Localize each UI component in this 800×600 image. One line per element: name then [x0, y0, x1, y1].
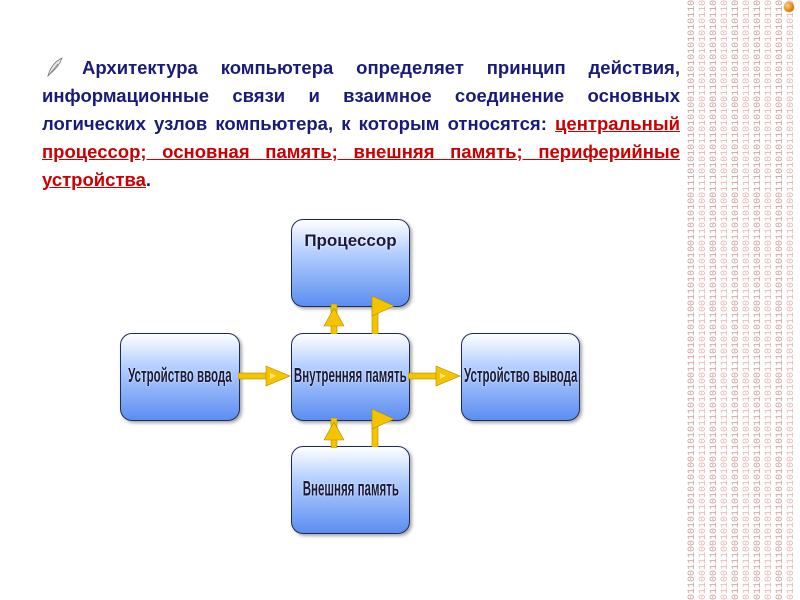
processor-label: Процессор — [304, 231, 397, 250]
binary-column: 0110011100101011010101001101011101010011… — [698, 0, 709, 600]
external-memory-box: Внешняя память — [291, 446, 410, 534]
arrow-memory-to-processor-icon — [323, 304, 345, 334]
binary-column: 0110011100101011010101001101011101010011… — [731, 0, 742, 600]
processor-box: Процессор — [291, 219, 410, 307]
binary-column: 0110011100101011010101001101011101010011… — [687, 0, 698, 600]
arrow-input-to-memory-icon — [238, 365, 291, 387]
output-device-box: Устройство вывода — [461, 333, 580, 421]
architecture-paragraph: Архитектура компьютера определяет принци… — [42, 54, 680, 194]
external-memory-label: Внешняя память — [302, 477, 399, 501]
binary-column: 0110011100101011010101001101011101010011… — [709, 0, 720, 600]
binary-column: 0110011100101011010101001101011101010011… — [742, 0, 753, 600]
paragraph-lead-text: Архитектура компьютера определяет принци… — [42, 57, 681, 190]
paragraph-period: . — [145, 169, 152, 190]
input-device-label: Устройство ввода — [128, 365, 232, 387]
arrow-memory-to-external-icon — [371, 409, 395, 447]
internal-memory-box: Внутренняя память — [291, 333, 410, 421]
feather-bullet-icon — [47, 57, 63, 78]
input-device-box: Устройство ввода — [120, 333, 240, 421]
highlighted-components: центральный процессор; основная память; … — [42, 113, 681, 190]
binary-column: 0110011100101011010101001101011101010011… — [764, 0, 775, 600]
internal-memory-label: Внутренняя память — [294, 365, 407, 387]
binary-column: 0110011100101011010101001101011101010011… — [720, 0, 731, 600]
binary-digits-decoration: 0110011100101011010101001101011101010011… — [682, 0, 800, 600]
binary-column: 0110011100101011010101001101011101010011… — [753, 0, 764, 600]
binary-column: 0110011100101011010101001101011101010011… — [775, 0, 786, 600]
arrow-memory-to-output-icon — [408, 365, 461, 387]
arrow-processor-to-memory-icon — [371, 296, 395, 334]
slide-nav-dot-icon[interactable] — [784, 2, 794, 12]
binary-column: 0110011100101011010101001101011101010011… — [786, 0, 797, 600]
arrow-external-to-memory-icon — [323, 418, 345, 448]
output-device-label: Устройство вывода — [463, 365, 578, 387]
